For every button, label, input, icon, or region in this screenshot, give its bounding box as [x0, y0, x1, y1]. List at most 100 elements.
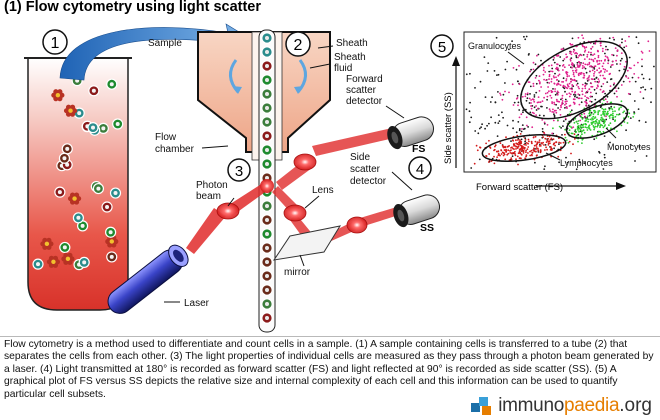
granulocyte-dot — [624, 40, 627, 42]
monocyte-dot — [589, 129, 592, 131]
background-event-dot — [520, 138, 523, 141]
granulocyte-dot — [590, 65, 592, 67]
stream-cell-nucleus-icon — [265, 134, 269, 138]
granulocyte-dot — [574, 67, 577, 69]
granulocyte-dot — [555, 109, 557, 112]
granulocyte-dot — [556, 63, 558, 66]
lymphocyte-dot — [558, 141, 560, 144]
lymphocyte-dot — [514, 154, 517, 157]
background-event-dot — [603, 135, 606, 138]
background-event-dot — [524, 38, 527, 41]
lymphocyte-dot — [493, 155, 495, 158]
background-event-dot — [486, 124, 488, 127]
background-event-dot — [497, 91, 499, 93]
lymphocyte-dot — [503, 152, 505, 154]
granulocyte-dot — [633, 64, 636, 67]
monocyte-dot — [613, 106, 616, 109]
background-event-dot — [465, 108, 468, 111]
monocyte-dot — [594, 125, 597, 128]
monocyte-dot — [552, 127, 554, 130]
monocyte-dot — [603, 114, 606, 117]
interrogation-point — [260, 179, 274, 193]
lymphocyte-dot — [525, 149, 527, 152]
granulocyte-dot — [599, 37, 602, 40]
granulocyte-dot — [593, 65, 596, 68]
label-ss-detector-3: detector — [350, 176, 387, 187]
granulocyte-dot — [628, 35, 630, 38]
background-event-dot — [586, 80, 589, 82]
monocyte-dot — [581, 138, 584, 141]
monocyte-dot — [608, 109, 611, 111]
lymphocyte-dot — [545, 141, 548, 144]
stream-cell-nucleus-icon — [265, 64, 269, 68]
cell-nucleus-icon — [62, 156, 67, 161]
background-event-dot — [553, 61, 556, 64]
lymphocyte-dot — [497, 154, 500, 157]
background-event-dot — [621, 41, 623, 44]
granulocyte-dot — [605, 48, 607, 51]
background-event-dot — [641, 65, 643, 68]
background-event-dot — [553, 113, 555, 116]
monocyte-dot — [589, 114, 592, 117]
label-fs: FS — [412, 143, 425, 155]
background-event-dot — [580, 101, 583, 104]
monocyte-dot — [585, 118, 588, 120]
side-lens-2 — [346, 216, 368, 234]
lymphocyte-dot — [545, 146, 547, 149]
granulocyte-dot — [526, 124, 528, 127]
granulocyte-dot — [501, 98, 504, 101]
granulocyte-dot — [532, 82, 535, 85]
background-event-dot — [504, 68, 507, 71]
lymphocyte-dot — [488, 153, 490, 155]
monocyte-dot — [583, 131, 586, 134]
granulocyte-dot — [578, 61, 581, 64]
granulocyte-dot — [568, 105, 571, 107]
lymphocyte-dot — [485, 155, 488, 158]
granulocyte-dot — [596, 59, 598, 62]
granulocyte-dot — [602, 62, 605, 65]
background-event-dot — [478, 158, 481, 161]
lymphocyte-dot — [529, 154, 532, 157]
background-event-dot — [563, 87, 566, 90]
svg-text:1: 1 — [51, 35, 60, 52]
background-event-dot — [650, 101, 652, 104]
granulocyte-dot — [582, 62, 585, 65]
granulocyte-dot — [596, 69, 598, 72]
background-event-dot — [525, 99, 528, 102]
granulocyte-dot — [581, 34, 583, 37]
background-event-dot — [512, 127, 514, 130]
label-flow-chamber-2: chamber — [155, 144, 195, 155]
granulocyte-dot — [593, 75, 595, 77]
background-event-dot — [478, 127, 481, 130]
monocyte-dot — [558, 125, 561, 128]
lymphocyte-dot — [525, 155, 527, 158]
granulocyte-dot — [565, 102, 568, 105]
granulocyte-dot — [588, 75, 591, 77]
background-event-dot — [623, 68, 625, 71]
background-event-dot — [520, 130, 523, 133]
lymphocyte-dot — [537, 149, 540, 152]
granulocytes-gate — [520, 40, 628, 120]
granulocyte-dot — [578, 87, 580, 90]
background-event-dot — [558, 161, 560, 164]
granulocyte-dot — [520, 113, 523, 116]
granulocyte-dot — [550, 78, 553, 80]
lymphocyte-dot — [521, 146, 524, 148]
lymphocyte-dot — [516, 147, 519, 150]
granulocyte-dot — [589, 70, 592, 73]
granulocyte-dot — [555, 111, 558, 114]
background-event-dot — [610, 105, 613, 108]
background-event-dot — [595, 92, 598, 95]
lymphocyte-dot — [538, 145, 541, 147]
granulocyte-dot — [641, 58, 643, 61]
granulocyte-dot — [568, 64, 570, 66]
granulocyte-dot — [551, 70, 554, 73]
monocyte-dot — [579, 125, 582, 127]
forward-lens — [293, 153, 317, 171]
lymphocyte-dot — [568, 140, 571, 143]
stream-cell-nucleus-icon — [265, 302, 269, 306]
lymphocyte-dot — [552, 143, 555, 146]
monocyte-dot — [600, 114, 603, 116]
monocyte-dot — [612, 116, 615, 119]
cell-nucleus-icon — [115, 122, 120, 127]
